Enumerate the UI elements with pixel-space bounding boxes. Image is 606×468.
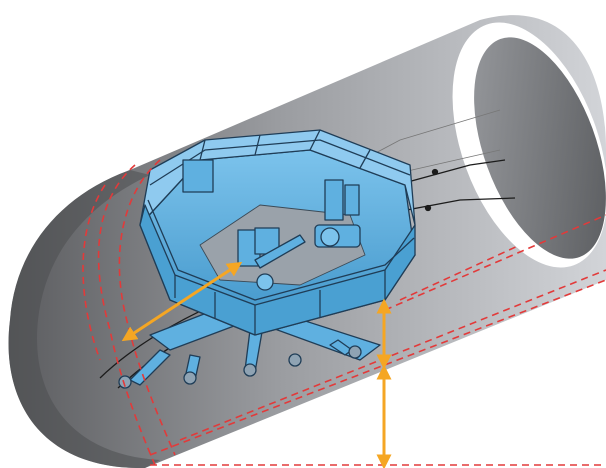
pipe-open-end	[452, 22, 606, 268]
pipe-near-end-shadow	[8, 170, 160, 468]
diagonal-reach-arrow	[121, 261, 243, 342]
manipulator-arm	[237, 227, 306, 291]
control-box	[182, 159, 214, 193]
dimension-arrows	[121, 261, 392, 468]
platform-wheels	[118, 345, 362, 389]
platform-guardrail-back	[139, 129, 416, 226]
winch-unit	[314, 179, 361, 248]
